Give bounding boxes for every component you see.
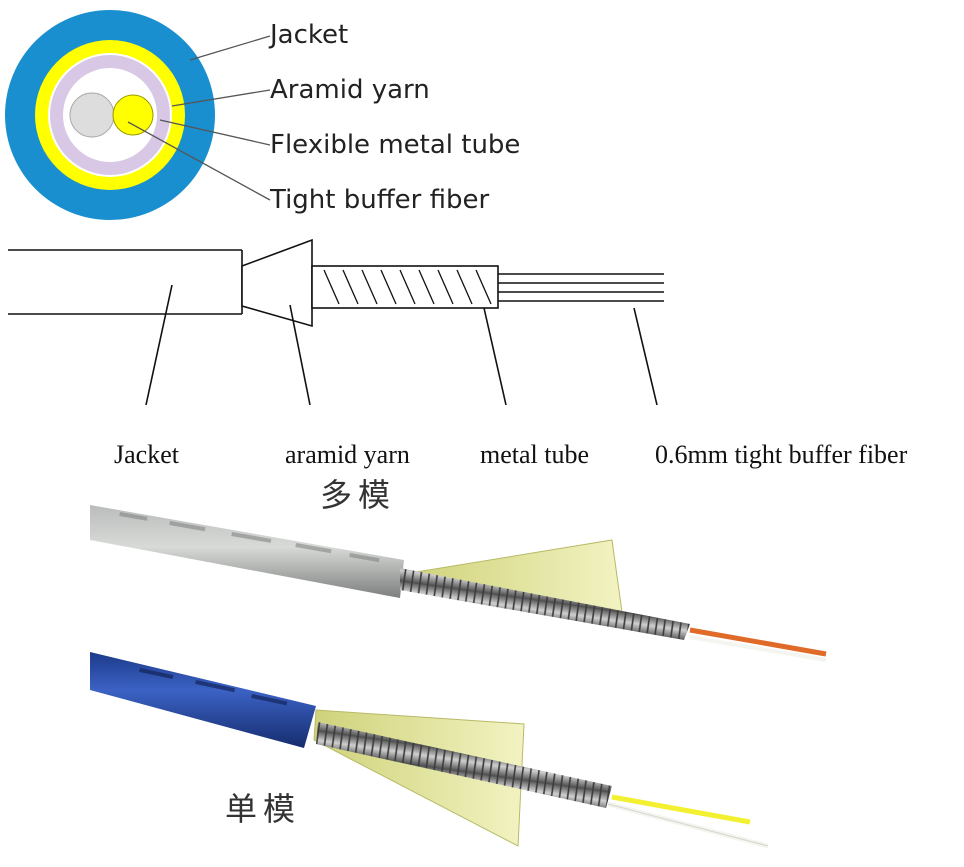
fiber-yellow <box>112 94 154 136</box>
orange-fiber <box>689 627 827 657</box>
helix-stroke <box>437 269 454 305</box>
gray-jacket <box>90 505 404 598</box>
helix-stroke <box>475 269 492 305</box>
label-singlemode: 单模 <box>225 791 301 827</box>
label-side-buffer-fiber: 0.6mm tight buffer fiber <box>655 440 908 469</box>
side-view-labels: Jacket aramid yarn metal tube 0.6mm tigh… <box>114 440 908 469</box>
white-fiber-edge <box>607 803 769 847</box>
label-flexible-metal-tube: Flexible metal tube <box>270 130 520 160</box>
label-multimode: 多模 <box>320 477 396 513</box>
helix-stroke <box>342 269 359 305</box>
yellow-fiber <box>611 794 751 825</box>
metal-tube-singlemode <box>316 722 612 808</box>
helix-stroke <box>361 269 378 305</box>
side-view <box>8 238 664 406</box>
leader-jacket <box>189 35 271 61</box>
label-aramid-yarn: Aramid yarn <box>270 75 430 105</box>
helix-hatching <box>323 269 492 305</box>
helix-stroke <box>399 269 416 305</box>
multimode-cable: 多模 <box>90 477 827 662</box>
helix-stroke <box>418 269 435 305</box>
aramid-cone <box>241 238 313 328</box>
label-tight-buffer-fiber: Tight buffer fiber <box>269 185 489 215</box>
leader-fiber <box>127 121 271 201</box>
label-side-aramid-yarn: aramid yarn <box>285 440 410 469</box>
label-side-metal-tube: metal tube <box>480 440 589 469</box>
jacket-print-blue <box>139 668 288 706</box>
white-fiber-multimode <box>689 635 827 662</box>
leader-lines <box>127 35 271 201</box>
leader-tube <box>159 119 271 146</box>
helix-stroke <box>456 269 473 305</box>
metal-tube-multimode <box>400 568 690 640</box>
label-jacket: Jacket <box>268 20 348 50</box>
singlemode-cable: 单模 <box>90 652 769 849</box>
side-leaders <box>145 284 658 406</box>
label-side-jacket: Jacket <box>114 440 180 469</box>
cross-section: Jacket Aramid yarn Flexible metal tube T… <box>5 10 520 220</box>
helix-stroke <box>380 269 397 305</box>
fiber-gray <box>69 92 115 138</box>
blue-jacket <box>90 652 316 748</box>
helix-stroke <box>323 269 340 305</box>
jacket-print-gray <box>119 512 380 563</box>
metal-tube-outline <box>311 265 499 309</box>
leader-aramid <box>171 89 271 107</box>
